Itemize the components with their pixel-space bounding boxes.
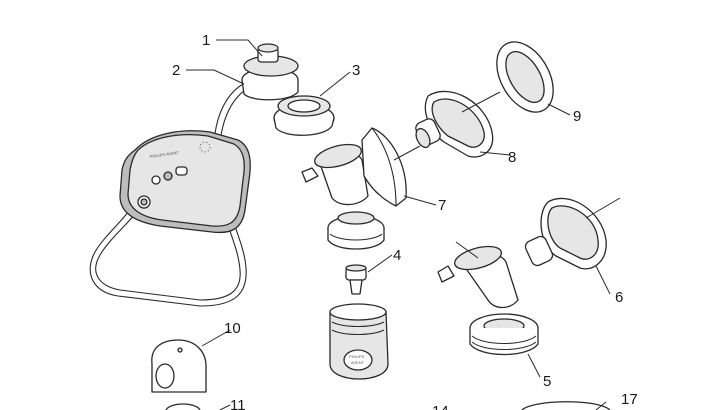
- leader-lines: [186, 39, 621, 410]
- callout-6: 6: [615, 289, 623, 306]
- bottle-brand-line-1: PHILIPS: [349, 354, 365, 359]
- diaphragm: [273, 95, 335, 136]
- bottle-brand-line-2: AVENT: [351, 360, 365, 365]
- petal-ring: [496, 41, 554, 113]
- callout-4: 4: [393, 247, 401, 264]
- callout-labels: 1 2 3 4 5 6 7 8 9 10 11 14 17: [172, 32, 638, 410]
- callout-11: 11: [230, 397, 246, 410]
- setting-button: [175, 166, 188, 176]
- funnel-cushion: [524, 197, 607, 270]
- bottle: PHILIPS AVENT: [329, 303, 389, 380]
- callout-7: 7: [438, 197, 446, 214]
- svg-text:PHILIPS AVENT: PHILIPS AVENT: [149, 150, 179, 159]
- valve: [345, 264, 367, 295]
- callout-9: 9: [573, 108, 581, 125]
- callout-17: 17: [621, 391, 638, 408]
- mode-button: [163, 171, 173, 181]
- motor-unit: PHILIPS AVENT: [119, 130, 251, 234]
- tube-cap: [241, 43, 299, 101]
- remote-unit: [151, 339, 207, 393]
- callout-8: 8: [508, 149, 516, 166]
- pump-body: [301, 127, 407, 250]
- callout-5: 5: [543, 373, 551, 390]
- callout-14: 14: [432, 403, 449, 410]
- part-11-partial: [165, 403, 201, 410]
- part-17-partial: [521, 401, 611, 410]
- callout-10: 10: [224, 320, 241, 337]
- callout-2: 2: [172, 62, 180, 79]
- massage-cushion: [415, 90, 494, 158]
- callout-1: 1: [202, 32, 210, 49]
- alt-pump-body: [437, 245, 539, 356]
- power-button: [151, 175, 161, 185]
- callout-3: 3: [352, 62, 360, 79]
